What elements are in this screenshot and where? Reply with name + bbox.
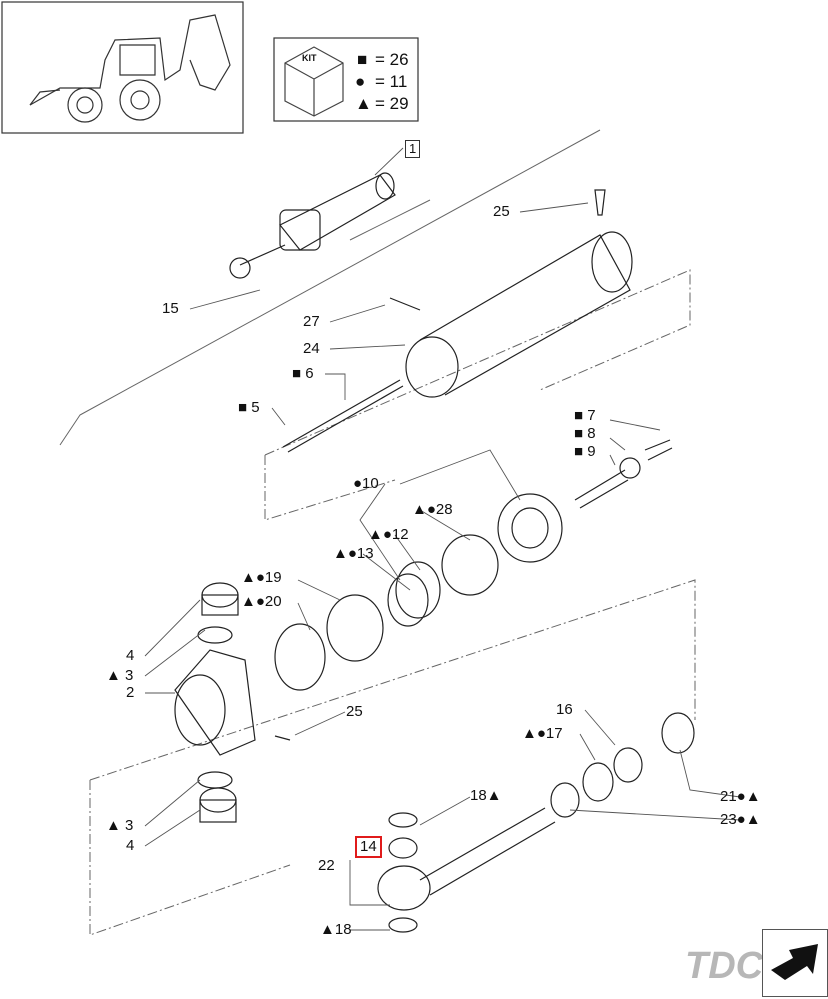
kit-triangle-count: = 29: [375, 94, 409, 113]
callout-18-top[interactable]: 18▲: [470, 787, 502, 804]
callout-4-top[interactable]: 4: [126, 647, 135, 664]
kit-legend-frame: [273, 37, 419, 122]
backhoe-loader-icon: [29, 14, 231, 123]
cylinder-assembly-drawing: [229, 172, 396, 279]
kit-circle-symbol: ●: [355, 72, 366, 91]
navigate-button[interactable]: [762, 929, 828, 997]
callout-4-bottom[interactable]: 4: [126, 837, 135, 854]
callout-1[interactable]: 1: [405, 140, 421, 158]
callout-3-top[interactable]: ▲ 3: [106, 667, 134, 684]
callout-7[interactable]: ■ 7: [574, 407, 596, 424]
callout-9[interactable]: ■ 9: [574, 443, 596, 460]
callout-15[interactable]: 15: [162, 300, 179, 317]
tdc-watermark-logo: TDC: [685, 945, 764, 987]
callout-2[interactable]: 2: [126, 684, 135, 701]
kit-cube-icon: [284, 46, 344, 117]
callout-17[interactable]: ▲●17: [522, 725, 563, 742]
machine-thumbnail-frame: [1, 1, 244, 134]
callout-10[interactable]: ●10: [353, 475, 379, 492]
kit-triangle-symbol: ▲: [355, 94, 372, 113]
callout-28[interactable]: ▲●28: [412, 501, 453, 518]
kit-square-count: = 26: [375, 50, 409, 69]
kit-circle-count: = 11: [375, 72, 408, 91]
callout-21[interactable]: 21●▲: [720, 788, 761, 805]
callout-5[interactable]: ■ 5: [238, 399, 260, 416]
callout-19[interactable]: ▲●19: [241, 569, 282, 586]
head-drawing: [174, 582, 291, 823]
seals-drawing: [274, 561, 441, 691]
callout-22[interactable]: 22: [318, 857, 335, 874]
callout-24[interactable]: 24: [303, 340, 320, 357]
callout-14-highlighted[interactable]: 14: [355, 836, 382, 858]
kit-cube-label: KIT: [302, 53, 317, 63]
callout-13[interactable]: ▲●13: [333, 545, 374, 562]
callout-25[interactable]: 25: [493, 203, 510, 220]
callout-8[interactable]: ■ 8: [574, 425, 596, 442]
callout-18-bottom[interactable]: ▲18: [320, 921, 352, 938]
rod-drawing: [282, 379, 404, 453]
callout-23[interactable]: 23●▲: [720, 811, 761, 828]
arrow-icon: [771, 944, 818, 980]
callout-3-bottom[interactable]: ▲ 3: [106, 817, 134, 834]
kit-square-symbol: ■: [357, 50, 368, 69]
callout-12[interactable]: ▲●12: [368, 526, 409, 543]
callout-16[interactable]: 16: [556, 701, 573, 718]
barrel-drawing: [389, 189, 633, 398]
piston-drawing: [441, 439, 673, 596]
callout-25-lower[interactable]: 25: [346, 703, 363, 720]
callout-20[interactable]: ▲●20: [241, 593, 282, 610]
piston-rod-drawing: [377, 712, 695, 933]
callout-6[interactable]: ■ 6: [292, 365, 314, 382]
callout-27[interactable]: 27: [303, 313, 320, 330]
